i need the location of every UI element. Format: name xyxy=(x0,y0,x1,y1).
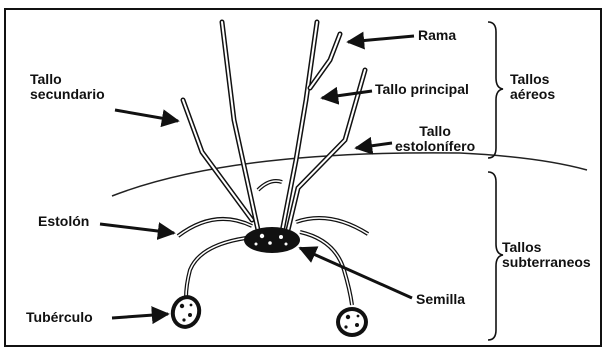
label-tallo-secundario-line2: secundario xyxy=(30,87,105,102)
label-tallos-aereos-line1: Tallos xyxy=(510,72,555,87)
label-tuberculo: Tubérculo xyxy=(26,310,93,325)
label-tallo-estolonifero-line2: estolonífero xyxy=(395,139,475,154)
arrow-tallo-principal xyxy=(322,91,372,98)
arrow-tallo-secundario xyxy=(115,110,178,121)
label-rama: Rama xyxy=(418,28,456,43)
label-arrows xyxy=(100,36,414,318)
tallo-principal-right-stem xyxy=(282,22,317,232)
arrow-tallo-estolonifero xyxy=(356,143,392,148)
label-tallo-secundario-line1: Tallo xyxy=(30,72,105,87)
brace-tallos-aereos xyxy=(488,22,503,158)
label-estolon: Estolón xyxy=(38,214,89,229)
semilla-seed xyxy=(244,227,300,253)
label-tallo-secundario: Tallo secundario xyxy=(30,72,105,102)
label-tallos-subterraneos-line1: Tallos xyxy=(502,240,591,255)
label-tallos-subterraneos-line2: subterraneos xyxy=(502,255,591,270)
brace-tallos-subterraneos xyxy=(488,172,503,340)
soil-line xyxy=(112,153,587,196)
arrow-estolon xyxy=(100,224,174,233)
arrow-rama xyxy=(348,36,414,42)
label-tallos-aereos: Tallos aéreos xyxy=(510,72,555,102)
label-tallos-subterraneos: Tallos subterraneos xyxy=(502,240,591,270)
label-tallos-aereos-line2: aéreos xyxy=(510,87,555,102)
tuberculo-left xyxy=(166,291,205,333)
tallo-principal-left-stem xyxy=(222,22,258,230)
label-semilla: Semilla xyxy=(416,292,465,307)
label-tallo-estolonifero: Tallo estolonífero xyxy=(395,124,475,154)
label-tallo-estolonifero-line1: Tallo xyxy=(395,124,475,139)
tuberculo-right xyxy=(336,307,368,337)
arrow-semilla xyxy=(300,248,412,298)
label-tallo-principal: Tallo principal xyxy=(375,82,469,97)
arrow-tuberculo xyxy=(112,314,168,318)
